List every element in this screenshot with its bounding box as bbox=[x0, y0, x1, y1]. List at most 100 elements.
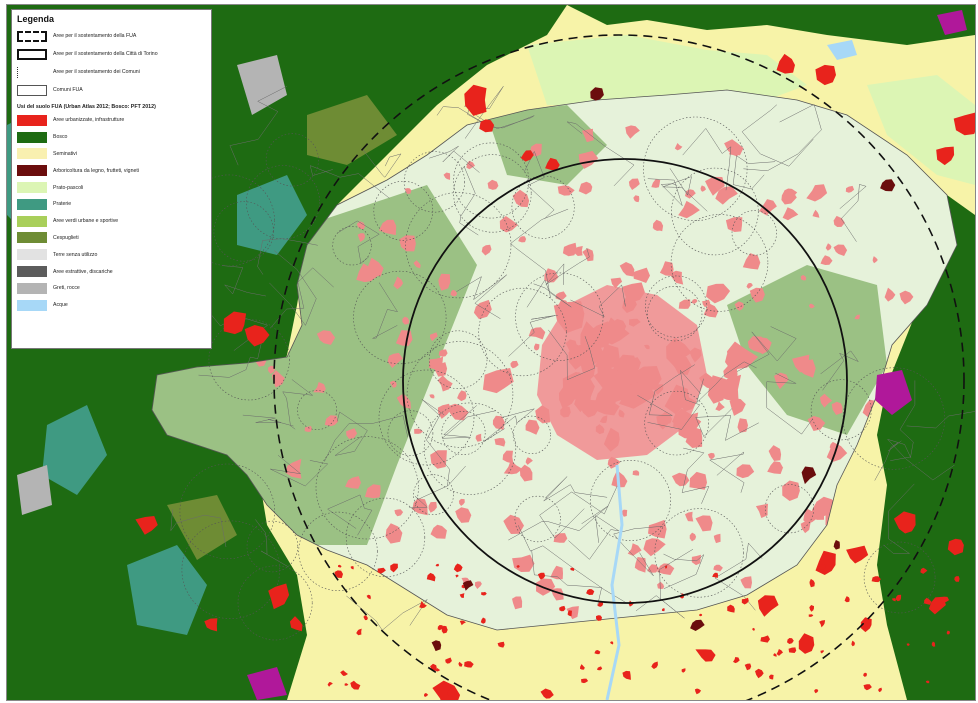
comune-boundary bbox=[635, 548, 694, 619]
urban-patch-red bbox=[755, 668, 764, 679]
urban-patch bbox=[706, 283, 731, 304]
urban-patch bbox=[528, 327, 546, 340]
urban-patch bbox=[578, 150, 599, 169]
map-frame: Legenda Aree per il sostentamento della … bbox=[6, 4, 976, 701]
land-use-section-title: Usi del suolo FUA (Urban Atlas 2012; Bos… bbox=[17, 104, 156, 110]
urban-patch-red bbox=[516, 565, 520, 568]
comune-boundary bbox=[409, 465, 466, 508]
legend-boundary-item: Aree per il sostentamento dei Comuni bbox=[17, 64, 206, 80]
vineyard-patches bbox=[431, 87, 896, 652]
comune-sustenance-circle bbox=[842, 367, 946, 470]
urban-patch bbox=[268, 365, 275, 374]
urban-patch-red bbox=[350, 566, 354, 570]
urban-patch-red bbox=[694, 688, 702, 695]
urban-patch bbox=[525, 457, 533, 465]
class-label: Prato-pascoli bbox=[53, 184, 84, 191]
urban-patch-red bbox=[537, 572, 546, 580]
urban-patch bbox=[574, 246, 583, 256]
urban-patch-red bbox=[497, 641, 505, 648]
urban-patch-red bbox=[268, 583, 290, 610]
urban-patch bbox=[782, 207, 799, 221]
comune-sustenance-circle bbox=[514, 495, 561, 543]
urban-patch-red bbox=[340, 670, 348, 676]
urban-patch bbox=[581, 128, 594, 143]
urban-patch bbox=[399, 235, 416, 252]
river-po bbox=[605, 464, 624, 700]
urban-patch bbox=[443, 172, 451, 180]
urban-patch bbox=[756, 337, 772, 352]
land-use-map[interactable] bbox=[7, 5, 975, 700]
comune-boundary bbox=[568, 515, 620, 560]
comune-boundary bbox=[517, 525, 626, 603]
urban-patch bbox=[618, 409, 625, 418]
urban-patch-red bbox=[940, 596, 950, 603]
comune-sustenance-circle bbox=[413, 474, 454, 516]
urban-patch bbox=[899, 290, 914, 305]
urban-patch bbox=[437, 375, 453, 392]
urban-patch bbox=[736, 464, 755, 479]
comune-boundary bbox=[483, 408, 535, 442]
comune-sustenance-circle bbox=[647, 286, 703, 342]
urban-patch-red bbox=[871, 576, 881, 583]
urban-patch bbox=[458, 498, 465, 506]
urban-patch-red bbox=[936, 146, 955, 166]
urban-patch bbox=[845, 185, 855, 193]
urban-patch bbox=[594, 343, 620, 369]
comune-boundary bbox=[570, 284, 626, 318]
comune-boundary bbox=[681, 447, 710, 504]
urban-patch bbox=[884, 287, 896, 302]
urban-patch bbox=[664, 384, 690, 415]
color-swatch-icon bbox=[17, 182, 47, 194]
urban-patch bbox=[607, 456, 621, 469]
boundary-label: Aree per il sostentamento della Città di… bbox=[53, 51, 158, 57]
fua-green-west bbox=[152, 185, 477, 545]
comune-sustenance-circle bbox=[428, 330, 488, 389]
urban-patch-red bbox=[350, 680, 361, 690]
urban-patch bbox=[394, 509, 404, 517]
color-swatch-icon bbox=[17, 165, 47, 177]
urban-patch-red bbox=[947, 538, 964, 556]
urban-patch bbox=[685, 511, 694, 522]
urban-patch bbox=[633, 195, 640, 203]
urban-patch-red bbox=[769, 674, 774, 680]
color-swatch-icon bbox=[17, 266, 47, 278]
urban-patch bbox=[800, 521, 811, 534]
urban-patch bbox=[285, 458, 302, 479]
class-label: Praterie bbox=[53, 201, 72, 208]
urban-patch bbox=[800, 275, 807, 281]
urban-patch bbox=[387, 352, 403, 368]
urban-patch bbox=[808, 303, 815, 309]
comune-boundary bbox=[647, 369, 702, 430]
urban-patch-red bbox=[699, 613, 703, 617]
urban-patch-red bbox=[559, 605, 566, 612]
urban-patch bbox=[518, 236, 527, 243]
fua-outline bbox=[151, 89, 958, 631]
urban-patch bbox=[574, 372, 589, 389]
rocce-2 bbox=[17, 465, 52, 515]
urban-patch-red bbox=[860, 617, 872, 633]
urban-patch-red bbox=[819, 620, 826, 628]
comune-boundary bbox=[170, 509, 227, 548]
urban-patch-red bbox=[776, 649, 783, 656]
urban-patch-red bbox=[814, 689, 819, 694]
legend-title: Legenda bbox=[17, 14, 55, 24]
urban-patch bbox=[729, 398, 746, 416]
urban-patch bbox=[538, 408, 547, 418]
urban-patch bbox=[803, 508, 819, 524]
urban-patch bbox=[812, 209, 820, 218]
urban-patch-red bbox=[863, 672, 867, 677]
color-swatch-icon bbox=[17, 215, 47, 227]
urban-patch-red bbox=[570, 567, 575, 571]
urban-patch bbox=[437, 403, 451, 419]
urban-patch-red bbox=[594, 650, 601, 655]
urban-patch bbox=[512, 189, 530, 208]
magenta-patch-south bbox=[247, 667, 287, 700]
urban-patch bbox=[854, 314, 860, 320]
urban-patch bbox=[833, 244, 848, 256]
boundary-label: Comuni FUA bbox=[53, 87, 83, 93]
comune-sustenance-circle bbox=[441, 410, 486, 455]
urban-patch bbox=[740, 576, 752, 589]
urban-patch bbox=[345, 476, 361, 489]
urban-patch-red bbox=[419, 601, 427, 609]
urban-patch bbox=[619, 262, 635, 277]
